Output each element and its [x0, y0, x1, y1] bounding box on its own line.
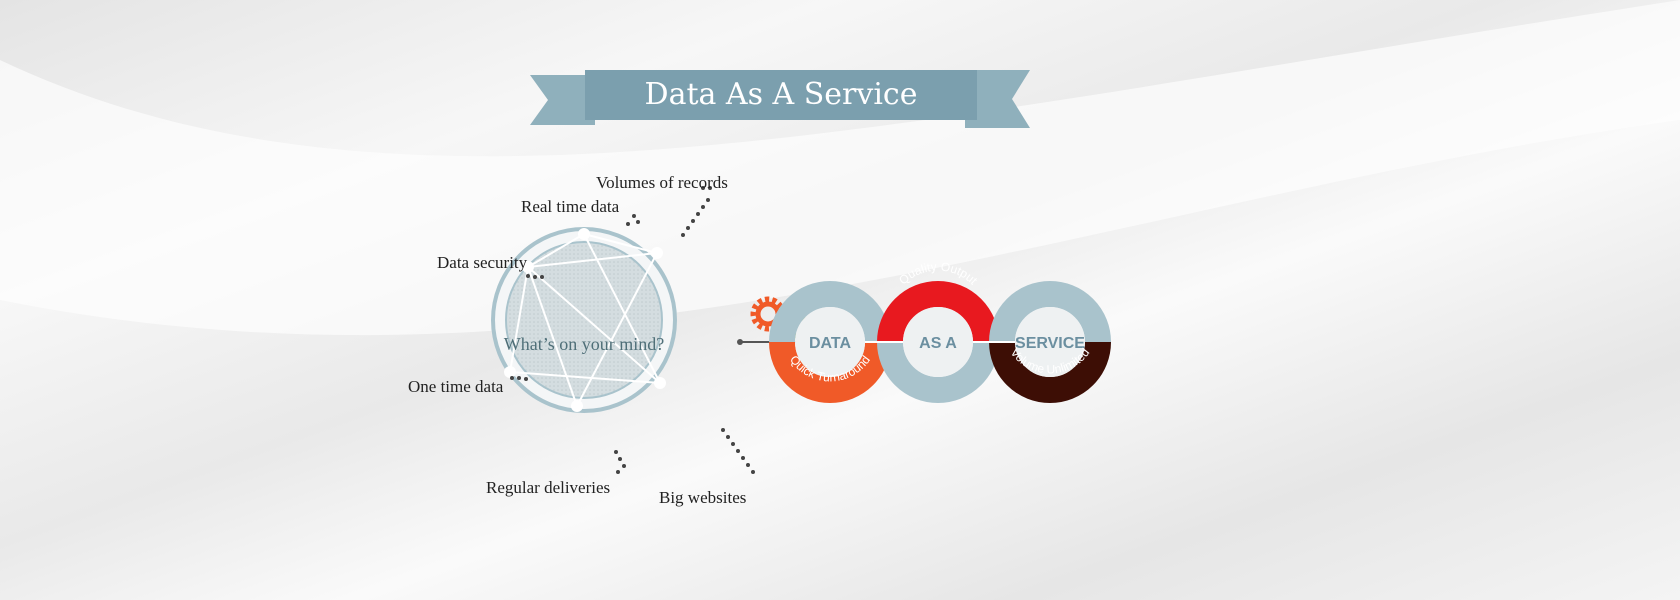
label-volumes-of-records: Volumes of records [596, 173, 728, 192]
label-one-time-data: One time data [408, 377, 504, 396]
infinity-diagram [769, 281, 1111, 403]
background-swoosh [0, 0, 1680, 335]
dotted-connectors [510, 186, 755, 474]
label-big-websites: Big websites [659, 488, 746, 507]
banner-title: Data As A Service [645, 77, 918, 112]
ring-label-as-a: AS A [919, 335, 957, 352]
label-regular-deliveries: Regular deliveries [486, 478, 610, 497]
ring-label-service: SERVICE [1015, 335, 1085, 352]
mind-circle: What’s on your mind? [491, 227, 677, 413]
label-data-security: Data security [437, 253, 528, 272]
title-banner: Data As A Service [530, 70, 1030, 128]
ring-label-data: DATA [809, 335, 852, 352]
label-real-time-data: Real time data [521, 197, 620, 216]
mind-center-text: What’s on your mind? [504, 334, 664, 354]
